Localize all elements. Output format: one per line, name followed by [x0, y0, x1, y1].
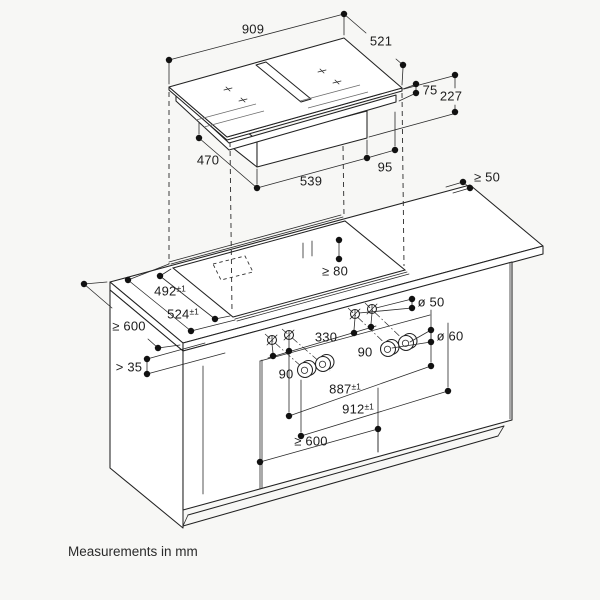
vent-slot: [255, 61, 312, 103]
dim-duct-width: 539: [299, 173, 323, 189]
dim-cooktop-width: 909: [241, 21, 265, 37]
dim-hole-dia-upper: ø 50: [417, 294, 445, 310]
dim-front-clearance: > 35: [115, 359, 143, 375]
control-knob-icon: [296, 332, 418, 379]
dim-rear-clearance: ≥ 50: [473, 169, 501, 185]
dimension-dots: [80, 10, 474, 466]
worktop: [109, 184, 544, 352]
dim-cutout-width: 887±1: [329, 381, 361, 397]
projection-lines: [168, 92, 405, 313]
dim-cooktop-depth: 521: [369, 33, 393, 49]
dim-duct-right-offset: 95: [377, 159, 393, 175]
dim-hole-dia-lower: ø 60: [436, 328, 464, 344]
units-note: Measurements in mm: [68, 544, 198, 559]
dim-under-clearance: ≥ 80: [321, 263, 349, 279]
dim-hole-spacing-center: 330: [314, 329, 338, 345]
front-fittings: [264, 302, 418, 379]
zone-lines: [195, 84, 369, 128]
door-divider: [259, 359, 263, 490]
cooktop-body: [168, 37, 403, 151]
dim-niche-width: 912±1: [342, 401, 374, 417]
burner-cross-icon: [223, 68, 342, 103]
worktop-cutout: [168, 214, 410, 322]
dim-cutout-depth: 492±1: [154, 283, 186, 299]
dim-hole-spacing-right: 90: [357, 344, 373, 360]
dim-cooktop-body-height: 75: [422, 82, 438, 98]
plinth: [182, 425, 505, 529]
dim-cooktop-total-height: 227: [439, 88, 463, 104]
duct-outline-dashed: [212, 255, 254, 281]
dim-hole-spacing-left: 90: [278, 366, 294, 382]
dim-cabinet-min-width: ≥ 600: [294, 433, 328, 449]
dim-duct-depth: 470: [196, 152, 220, 168]
cabinet-body: [109, 261, 513, 529]
dim-worktop-min-depth: ≥ 600: [112, 318, 146, 334]
dim-frame-depth: 524±1: [167, 306, 199, 322]
